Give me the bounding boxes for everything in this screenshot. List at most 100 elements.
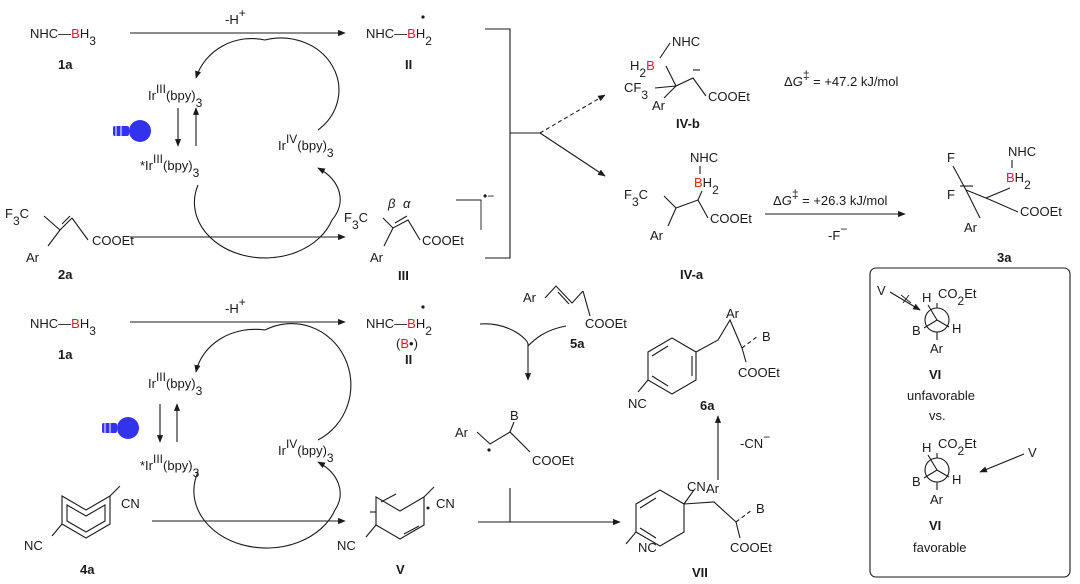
intermediate-number-ii-bottom: II [405, 352, 412, 367]
alkene-inflow [527, 325, 567, 347]
skeleton-iva [663, 190, 709, 227]
product-number-3a: 3a [997, 250, 1012, 265]
compound-number-2a: 2a [58, 267, 73, 282]
boryl-radical-alias: (B•) [396, 336, 418, 351]
ester-3a: COOEt [1020, 204, 1062, 219]
boron-hashed-bond-vii [735, 509, 753, 523]
bh2-3a: BH2 [1006, 170, 1031, 192]
cyano-bottom-vii: NC [638, 540, 657, 555]
cycle-arc-lower-right [317, 167, 341, 221]
ester-iii: COOEt [422, 233, 464, 248]
radical-anion-bracket [456, 199, 482, 230]
aryl-iii: Ar [370, 250, 384, 265]
newman-favorable [923, 453, 950, 490]
nhc-bh3-top: NHC—BH3 [30, 26, 96, 48]
ester-bond-vii [735, 521, 741, 539]
skeleton-6a [695, 318, 743, 353]
nhc-ivb: NHC [672, 34, 700, 49]
newman-top-h: H [922, 290, 931, 305]
cyano-top-4a: CN [121, 496, 140, 511]
alkene-frame-2a [43, 215, 73, 247]
energy-barrier-iva: ΔG‡ = +26.3 kJ/mol [773, 187, 887, 208]
intermediate-number-iva: IV-a [680, 267, 704, 282]
blocked-cross-icon [900, 294, 912, 304]
cycle-arc-lower [193, 184, 333, 259]
cyano-quaternary-vii: CN [687, 479, 706, 494]
aryl-5a: Ar [523, 290, 537, 305]
favored-path-arrow [539, 132, 606, 177]
minus-proton-label-top: -H+ [225, 6, 246, 27]
benzonitrile-ring-6a [637, 337, 697, 395]
ir-iv-catalyst-top: IrIV(bpy)3 [278, 132, 334, 160]
aryl-2a: Ar [26, 250, 40, 265]
adduct-boron-bond [509, 421, 515, 433]
light-bulb-icon-bottom [102, 417, 139, 439]
alkene-double-bond-iii [394, 215, 408, 224]
favorable-label: favorable [913, 540, 966, 555]
boron-hashed-bond-6a [741, 335, 759, 349]
boron-6a: B [762, 329, 771, 344]
newman-bottom-right-h: H [952, 472, 961, 487]
nhc-3a: NHC [1008, 144, 1036, 159]
unfavorable-label: unfavorable [907, 388, 975, 403]
disfavored-path-arrow [539, 94, 606, 134]
fluorine-1-3a: F [947, 150, 955, 165]
intermediate-number-ii-top: II [405, 57, 412, 72]
nhc-bond-ivb [659, 42, 671, 59]
combining-bracket [485, 28, 511, 259]
skeleton-vii [683, 501, 737, 523]
nhc-bh2-radical-bottom: NHC—BH2 [366, 316, 432, 338]
adduct-skeleton [476, 431, 531, 453]
aryl-ivb: Ar [652, 98, 666, 113]
skeleton-ivb [654, 65, 707, 99]
ester-6a: COOEt [738, 365, 780, 380]
newman-unfavorable [923, 303, 950, 340]
cyano-bottom-4a: NC [24, 538, 43, 553]
versus-label: vs. [929, 408, 946, 423]
aryl-iva: Ar [650, 228, 664, 243]
cycle-arc-upper [195, 37, 266, 79]
fluorine-2-3a: F [947, 187, 955, 202]
cycle-arc-upper-bottom [194, 328, 266, 373]
intermediate-number-ivb: IV-b [676, 116, 700, 131]
intermediate-number-vii: VII [692, 565, 708, 580]
minus-proton-label-bottom: -H+ [225, 295, 246, 316]
cycle-arc-upper-right [264, 37, 340, 131]
aryl-3a: Ar [964, 220, 978, 235]
alpha-label: α [403, 196, 411, 211]
boron-vii: B [756, 501, 765, 516]
newman-top-right-h: H [952, 321, 961, 336]
ir-iv-catalyst-bottom: IrIV(bpy)3 [278, 437, 334, 465]
ester-vii: COOEt [730, 540, 772, 555]
newman-top-ester: CO2Et [938, 286, 977, 308]
bh2-ivb: H2B [630, 58, 655, 80]
cycle-arc-lower-right-bottom [317, 461, 341, 511]
cyanoarene-radical-anion-v [365, 486, 435, 540]
ester-5a: COOEt [585, 316, 627, 331]
bottom-mechanism: NHC—BH3 1a -H+ NHC—BH2 (B•) II IrIII(bpy… [24, 285, 780, 580]
ester-2a: COOEt [92, 233, 134, 248]
minus-fluoride-label: -F− [828, 222, 847, 243]
cf3-ivb: CF3 [624, 80, 648, 102]
aryl-adduct: Ar [455, 425, 469, 440]
cf3-group-2a: F3C [5, 206, 29, 228]
top-mechanism: NHC—BH3 1a -H+ NHC—BH2 II IrIII(bpy)3 *I… [5, 6, 1062, 283]
ester-bond-2a [71, 217, 89, 241]
alkene-double-bond-2a [61, 215, 71, 225]
ester-iva: COOEt [710, 211, 752, 226]
nhc-bh3-bottom: NHC—BH3 [30, 316, 96, 338]
skeleton-3a [952, 165, 1019, 219]
excited-ir-iii-top: *IrIII(bpy)3 [140, 152, 200, 180]
cyano-top-v: CN [436, 496, 455, 511]
cycle-arc-lower-bottom [193, 471, 336, 549]
newman-bottom-aryl: Ar [930, 492, 944, 507]
nhc-iva: NHC [690, 150, 718, 165]
ester-adduct: COOEt [532, 453, 574, 468]
cyclohexadiene-vii [625, 489, 695, 547]
ir-iii-catalyst-bottom: IrIII(bpy)3 [148, 370, 203, 398]
compound-number-1a-top: 1a [58, 57, 73, 72]
nhc-bh2-radical-top: NHC—BH2 [366, 26, 432, 48]
energy-barrier-ivb: ΔG‡ = +47.2 kJ/mol [784, 68, 898, 89]
compound-number-4a: 4a [80, 562, 95, 577]
